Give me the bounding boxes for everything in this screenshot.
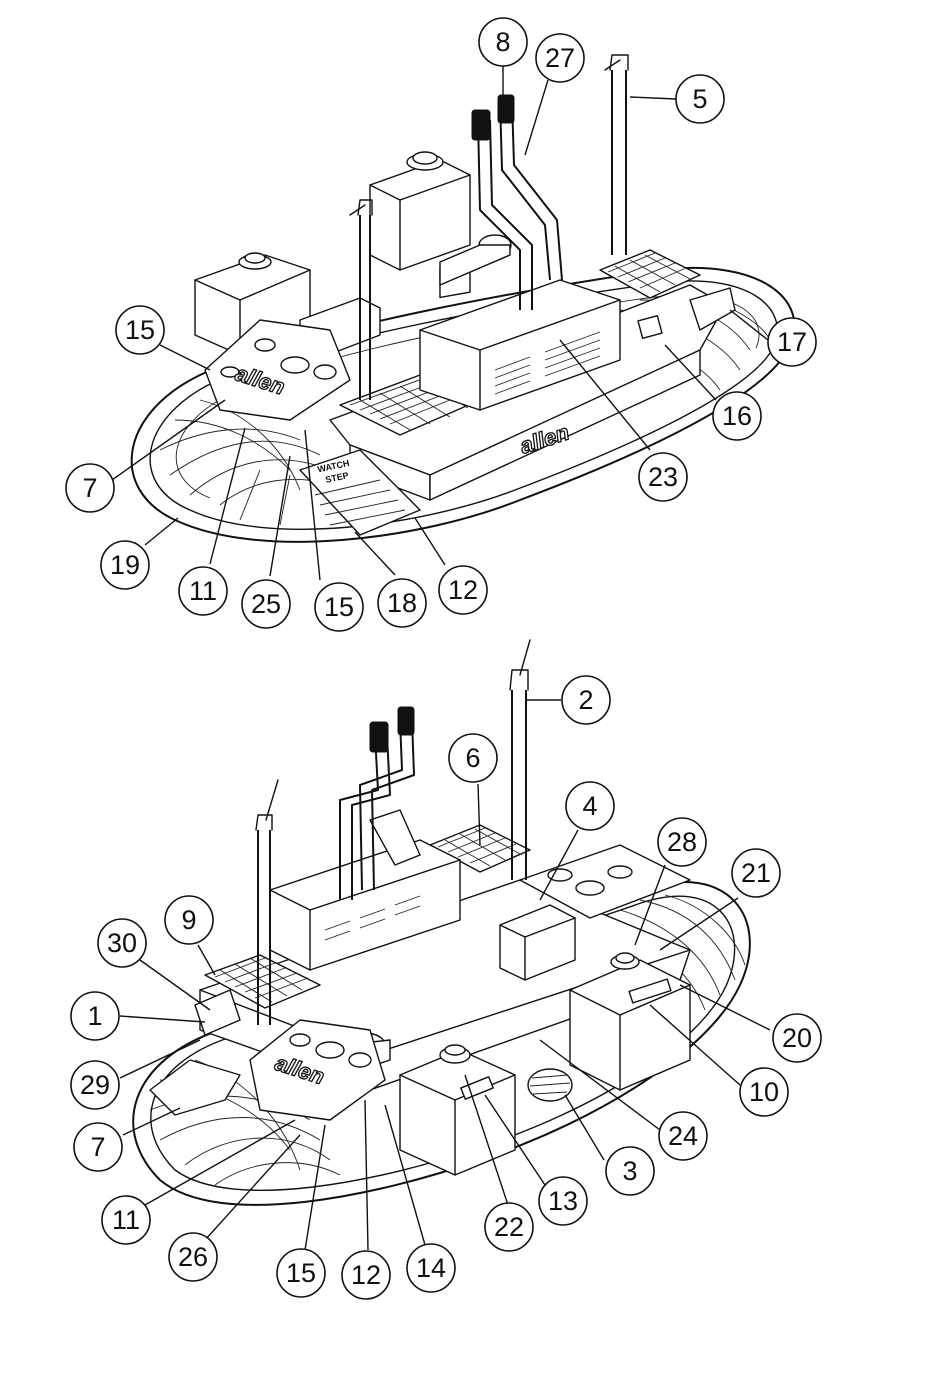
svg-text:15: 15 (286, 1258, 316, 1288)
svg-text:11: 11 (112, 1205, 140, 1235)
callout-2: 2 (561, 675, 611, 725)
svg-text:6: 6 (465, 743, 480, 773)
callouts-top: 8 27 5 15 17 16 7 23 19 11 25 15 18 12 (65, 17, 817, 632)
svg-text:17: 17 (777, 327, 807, 357)
callout-9: 9 (164, 895, 214, 945)
callout-17: 17 (767, 317, 817, 367)
svg-text:7: 7 (90, 1132, 105, 1162)
callout-15-a: 15 (115, 305, 165, 355)
callout-21: 21 (731, 848, 781, 898)
callout-7-a: 7 (65, 463, 115, 513)
callout-29: 29 (70, 1060, 120, 1110)
svg-text:18: 18 (387, 588, 417, 618)
callout-24: 24 (658, 1111, 708, 1161)
callout-11-b: 11 (101, 1195, 151, 1245)
svg-text:14: 14 (416, 1253, 446, 1283)
svg-text:30: 30 (107, 928, 137, 958)
leader-lines (111, 58, 771, 1251)
svg-text:11: 11 (189, 576, 217, 606)
svg-text:1: 1 (87, 1001, 102, 1031)
svg-text:16: 16 (722, 401, 752, 431)
svg-text:9: 9 (181, 905, 196, 935)
svg-text:26: 26 (178, 1242, 208, 1272)
callout-1: 1 (70, 991, 120, 1041)
callout-26: 26 (168, 1232, 218, 1282)
callout-13: 13 (538, 1176, 588, 1226)
svg-text:24: 24 (668, 1121, 698, 1151)
svg-text:27: 27 (545, 43, 575, 73)
callout-18: 18 (377, 578, 427, 628)
bottom-assembly-view: allen (132, 639, 751, 1206)
svg-text:4: 4 (582, 791, 597, 821)
svg-text:2: 2 (578, 685, 593, 715)
svg-text:10: 10 (749, 1077, 779, 1107)
callout-4: 4 (565, 781, 615, 831)
callout-11-a: 11 (178, 566, 228, 616)
svg-text:23: 23 (648, 462, 678, 492)
svg-text:28: 28 (667, 827, 697, 857)
callout-7-b: 7 (73, 1122, 123, 1172)
svg-text:19: 19 (110, 550, 140, 580)
svg-text:8: 8 (495, 27, 510, 57)
callout-20: 20 (772, 1013, 822, 1063)
decal-step-top: STEP (324, 470, 349, 485)
callout-3: 3 (605, 1146, 655, 1196)
callout-8: 8 (478, 17, 528, 67)
callout-19: 19 (100, 540, 150, 590)
callout-12-a: 12 (438, 565, 488, 615)
callout-27: 27 (535, 33, 585, 83)
svg-text:3: 3 (622, 1156, 637, 1186)
callout-12-b: 12 (341, 1250, 391, 1300)
callout-14: 14 (406, 1243, 456, 1293)
callouts-bottom: 2 6 4 28 21 9 30 1 20 29 10 7 24 3 11 13… (70, 675, 822, 1300)
top-assembly-view: allen allen WATCH STEP (130, 54, 796, 543)
svg-text:29: 29 (80, 1070, 110, 1100)
callout-6: 6 (448, 733, 498, 783)
callout-15-b: 15 (314, 582, 364, 632)
svg-text:15: 15 (324, 592, 354, 622)
callout-15-c: 15 (276, 1248, 326, 1298)
callout-22: 22 (484, 1202, 534, 1252)
callout-10: 10 (739, 1067, 789, 1117)
callout-30: 30 (97, 918, 147, 968)
callout-5: 5 (675, 74, 725, 124)
svg-text:5: 5 (692, 84, 707, 114)
svg-text:12: 12 (448, 575, 478, 605)
svg-text:22: 22 (494, 1212, 524, 1242)
svg-text:12: 12 (351, 1260, 381, 1290)
svg-text:20: 20 (782, 1023, 812, 1053)
callout-16: 16 (712, 391, 762, 441)
svg-text:21: 21 (741, 858, 771, 888)
svg-text:7: 7 (82, 473, 97, 503)
svg-text:15: 15 (125, 315, 155, 345)
svg-text:13: 13 (548, 1186, 578, 1216)
svg-text:25: 25 (251, 589, 281, 619)
callout-28: 28 (657, 817, 707, 867)
callout-25: 25 (241, 579, 291, 629)
callout-23: 23 (638, 452, 688, 502)
